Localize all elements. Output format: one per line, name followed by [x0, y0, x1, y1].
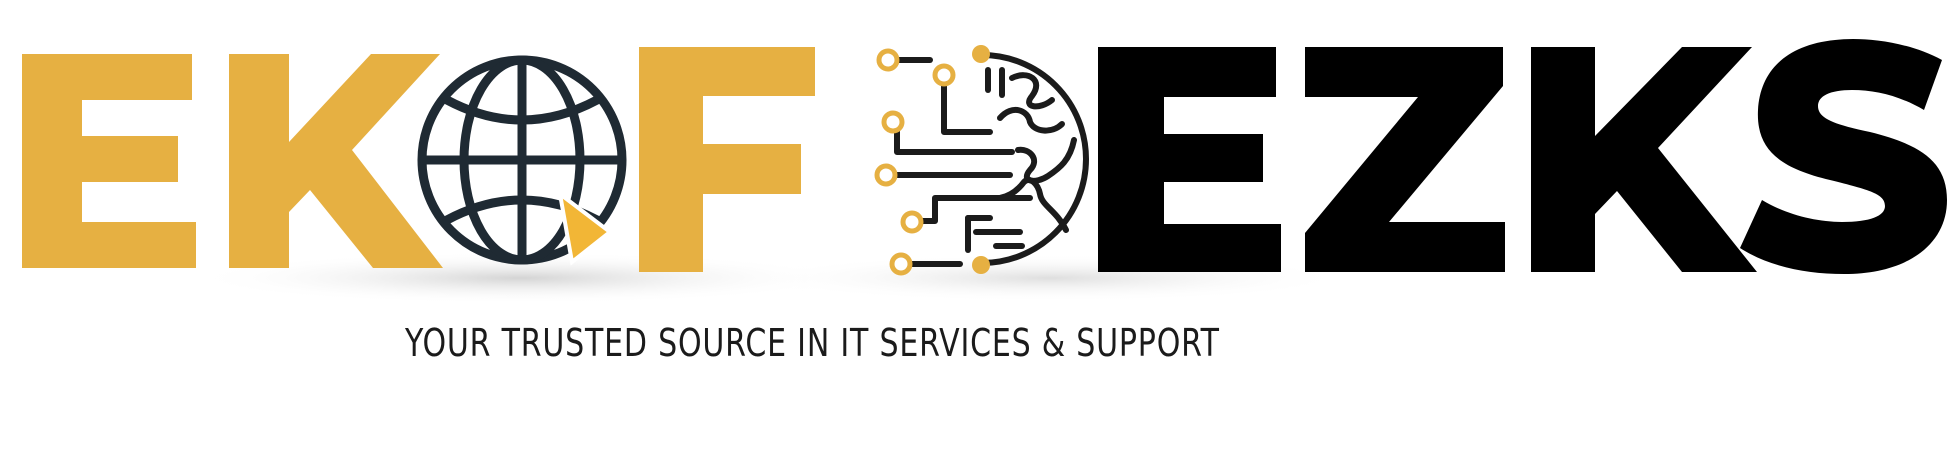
circuit-brain-icon — [874, 45, 1089, 276]
play-arrow-icon — [557, 189, 614, 266]
letter-e-gold — [22, 54, 196, 268]
letter-f-gold — [639, 47, 815, 272]
tagline: YOUR TRUSTED SOURCE IN IT SERVICES & SUP… — [405, 321, 1220, 365]
letter-k-gold — [229, 54, 443, 268]
letter-e-black — [1098, 47, 1281, 272]
letter-k-black — [1531, 47, 1757, 272]
letter-z-black — [1305, 47, 1505, 272]
letter-s-black — [1740, 39, 1947, 274]
